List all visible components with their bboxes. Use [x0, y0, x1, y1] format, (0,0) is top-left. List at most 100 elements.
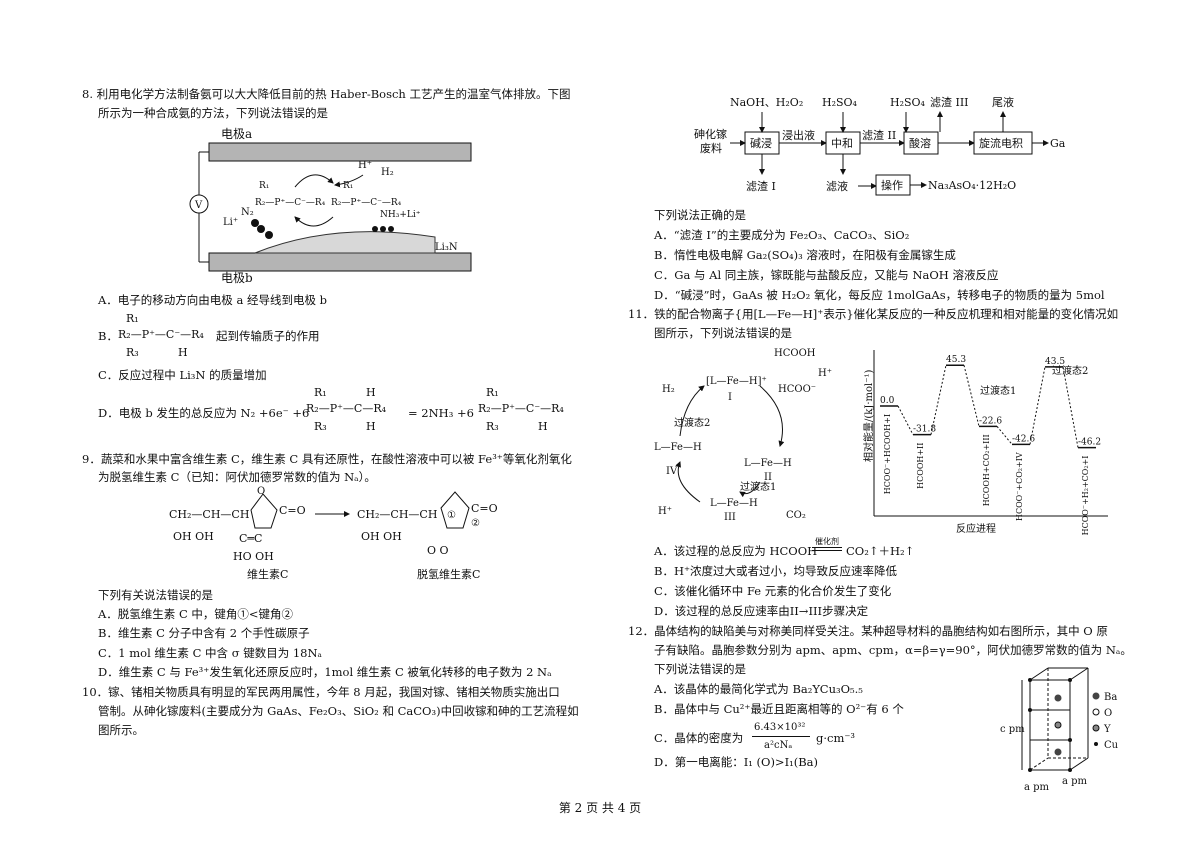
- q10-option-b: B．惰性电极电解 Ga₂(SO₄)₃ 溶液时，在阳极有金属镓生成: [654, 248, 956, 262]
- q12-fraction-bar: [752, 736, 810, 737]
- voltmeter-label: V: [194, 200, 203, 211]
- q12-stem-line2: 子有缺陷。晶胞参数分别为 apm、apm、cpm，α=β=γ=90°，阿伏加德罗…: [654, 643, 1132, 657]
- energy-ts2: 过渡态2: [1052, 364, 1088, 377]
- q10-ask: 下列说法正确的是: [654, 208, 746, 222]
- q9-ask: 下列有关说法错误的是: [98, 588, 213, 602]
- q10-stem-line1: 10．镓、锗相关物质具有明显的军民两用属性，今年 8 月起，我国对镓、锗相关物质…: [82, 685, 560, 699]
- legend-y: Y: [1103, 724, 1111, 735]
- q11-option-a-prefix: A．该过程的总反应为 HCOOH: [654, 544, 818, 558]
- q9-vitamin-c-scheme: CH₂—CH—CH OH OH O C=O C═C HO OH 维生素C CH₂…: [169, 486, 498, 581]
- cycle-h-plus-bot: H⁺: [658, 506, 672, 517]
- q11-option-a-products: CO₂↑＋H₂↑: [846, 544, 915, 558]
- flow-leachate: 浸出液: [782, 128, 815, 142]
- svg-text:中和: 中和: [831, 137, 853, 150]
- svg-text:②: ②: [471, 518, 480, 529]
- q8-option-b-text: 起到传输质子的作用: [216, 329, 320, 343]
- energy-value-label: -22.6: [979, 416, 1002, 426]
- svg-text:C=O: C=O: [471, 502, 498, 515]
- svg-text:R₁: R₁: [126, 312, 139, 325]
- svg-text:CH₂—CH—CH: CH₂—CH—CH: [169, 508, 249, 521]
- energy-connector: [1029, 366, 1046, 445]
- svg-text:R₁: R₁: [343, 181, 353, 191]
- q12-option-d: D．第一电离能：I₁ (O)>I₁(Ba): [654, 755, 818, 769]
- q8-cell-diagram: 电极a 电极b V Li₃N H₂ H⁺ Li⁺ N₂ NH₃+Li⁺ R₁ R…: [189, 127, 472, 285]
- cycle-I: I: [728, 392, 732, 403]
- flow-feed-2: 废料: [700, 141, 722, 155]
- energy-xlabel: 反应进程: [956, 522, 996, 535]
- q9-option-d: D．维生素 C 与 Fe³⁺发生氧化还原反应时，1mol 维生素 C 被氧化转移…: [98, 665, 552, 679]
- energy-connector: [1062, 366, 1079, 448]
- svg-text:O: O: [257, 486, 265, 497]
- energy-species-label: HCOO⁻+CO₂+IV: [1015, 452, 1024, 521]
- q8-option-a: A．电子的移动方向由电极 a 经导线到电极 b: [98, 293, 327, 307]
- energy-value-label: -42.6: [1012, 434, 1035, 444]
- cell-a-pm-2: a pm: [1024, 782, 1050, 793]
- energy-levels: 0.0-31.845.3-22.6-42.643.5-46.2HCOO⁻+HCO…: [880, 355, 1101, 535]
- legend-o-icon: [1092, 708, 1100, 716]
- energy-value-label: -46.2: [1078, 438, 1101, 448]
- q10-flow-chart: NaOH、H₂O₂ H₂SO₄ H₂SO₄ 滤渣 III 尾液 砷化镓 废料 碱…: [694, 95, 1066, 196]
- q8-option-c: C．反应过程中 Li₃N 的质量增加: [98, 368, 267, 382]
- q9-stem-line2: 为脱氢维生素 C（已知：阿伏加德罗常数的值为 Nₐ）。: [98, 470, 376, 484]
- q8-option-d-prefix: D．电极 b 发生的总反应为 N₂ +6e⁻ +6: [98, 406, 310, 420]
- cycle-IV: IV: [666, 466, 678, 477]
- energy-ts1: 过渡态1: [980, 384, 1016, 397]
- flow-reagent-1: NaOH、H₂O₂: [730, 96, 803, 109]
- svg-text:OH OH: OH OH: [361, 530, 402, 543]
- q11-option-a-catalyst: 催化剂: [815, 537, 839, 546]
- energy-value-label: 43.5: [1045, 357, 1065, 367]
- svg-text:R₁: R₁: [314, 386, 327, 399]
- legend-cu: Cu: [1104, 740, 1119, 751]
- svg-text:C=O: C=O: [279, 504, 306, 517]
- q10-stem-line3: 图所示。: [98, 723, 144, 737]
- svg-text:R₃: R₃: [314, 420, 327, 433]
- legend-o: O: [1104, 708, 1112, 719]
- q12-option-c-unit: g·cm⁻³: [816, 731, 856, 745]
- energy-value-label: -31.8: [913, 425, 936, 435]
- q12-stem-line1: 12．晶体结构的缺陷美与对称美同样受关注。某种超导材料的晶胞结构如右图所示，其中…: [628, 624, 1108, 638]
- q11-option-b: B．H⁺浓度过大或者过小，均导致反应速率降低: [654, 564, 898, 578]
- q11-equals-sign: [812, 547, 842, 551]
- li-plus-label: Li⁺: [223, 217, 238, 228]
- cycle-hcooh: HCOOH: [774, 348, 816, 359]
- h2-label: H₂: [381, 167, 394, 178]
- vitamin-c-label: 维生素C: [247, 567, 288, 581]
- energy-species-label: HCOOH+II: [916, 443, 925, 489]
- svg-text:H: H: [538, 420, 548, 433]
- electrode-a: [208, 142, 472, 162]
- flow-reagent-3: H₂SO₄: [890, 96, 926, 109]
- cycle-hcoo: HCOO⁻: [778, 384, 816, 395]
- q11-energy-diagram: 相对能量/(kJ·mol⁻¹) 反应进程 0.0-31.845.3-22.6-4…: [862, 350, 1108, 535]
- svg-text:酸溶: 酸溶: [909, 136, 931, 150]
- q12-ask: 下列说法错误的是: [654, 662, 746, 676]
- svg-text:①: ①: [447, 510, 456, 521]
- flow-filtrate: 滤液: [826, 179, 848, 193]
- svg-text:H: H: [178, 346, 188, 359]
- n2-label: N₂: [241, 207, 254, 218]
- q8-stem-line1: 8. 利用电化学方法制备氨可以大大降低目前的热 Haber-Bosch 工艺产生…: [82, 87, 571, 101]
- cell-a-pm-1: a pm: [1062, 776, 1088, 787]
- flow-product: Na₃AsO₄·12H₂O: [928, 179, 1016, 192]
- svg-text:R₁: R₁: [486, 386, 499, 399]
- q11-stem-line2: 图所示，下列说法错误的是: [654, 326, 792, 340]
- q10-option-a: A．“滤渣 I”的主要成分为 Fe₂O₃、CaCO₃、SiO₂: [654, 228, 910, 242]
- cycle-h2: H₂: [662, 384, 675, 395]
- q12-option-a: A．该晶体的最简化学式为 Ba₂YCu₃O₅.₅: [654, 682, 863, 696]
- q8-option-d-structure1: R₁ R₂—P⁺—C—R₄ R₃ H H: [306, 386, 387, 433]
- flow-slag-1: 滤渣 I: [746, 179, 776, 193]
- svg-text:R₃: R₃: [126, 346, 139, 359]
- q9-option-a: A．脱氢维生素 C 中，键角①<键角②: [98, 607, 294, 621]
- q8-stem-line2: 所示为一种合成氨的方法，下列说法错误的是: [98, 106, 328, 120]
- q10-stem-line2: 管制。从砷化镓废料(主要成分为 GaAs、Fe₂O₃、SiO₂ 和 CaCO₃)…: [98, 704, 579, 718]
- svg-text:R₂—P⁺—C⁻—R₄: R₂—P⁺—C⁻—R₄: [118, 328, 204, 341]
- dehydro-vitamin-c-label: 脱氢维生素C: [417, 567, 480, 581]
- energy-ylabel: 相对能量/(kJ·mol⁻¹): [862, 369, 875, 462]
- cell-c-pm: c pm: [1000, 724, 1025, 735]
- energy-connector: [897, 405, 914, 435]
- energy-connector: [996, 426, 1013, 445]
- svg-text:R₂—P⁺—C—R₄: R₂—P⁺—C—R₄: [306, 402, 387, 415]
- q11-option-d: D．该过程的总反应速率由II→III步骤决定: [654, 604, 869, 618]
- q12-option-c-prefix: C．晶体的密度为: [654, 731, 744, 745]
- svg-text:R₂—P⁺—C⁻—R₄: R₂—P⁺—C⁻—R₄: [478, 402, 564, 415]
